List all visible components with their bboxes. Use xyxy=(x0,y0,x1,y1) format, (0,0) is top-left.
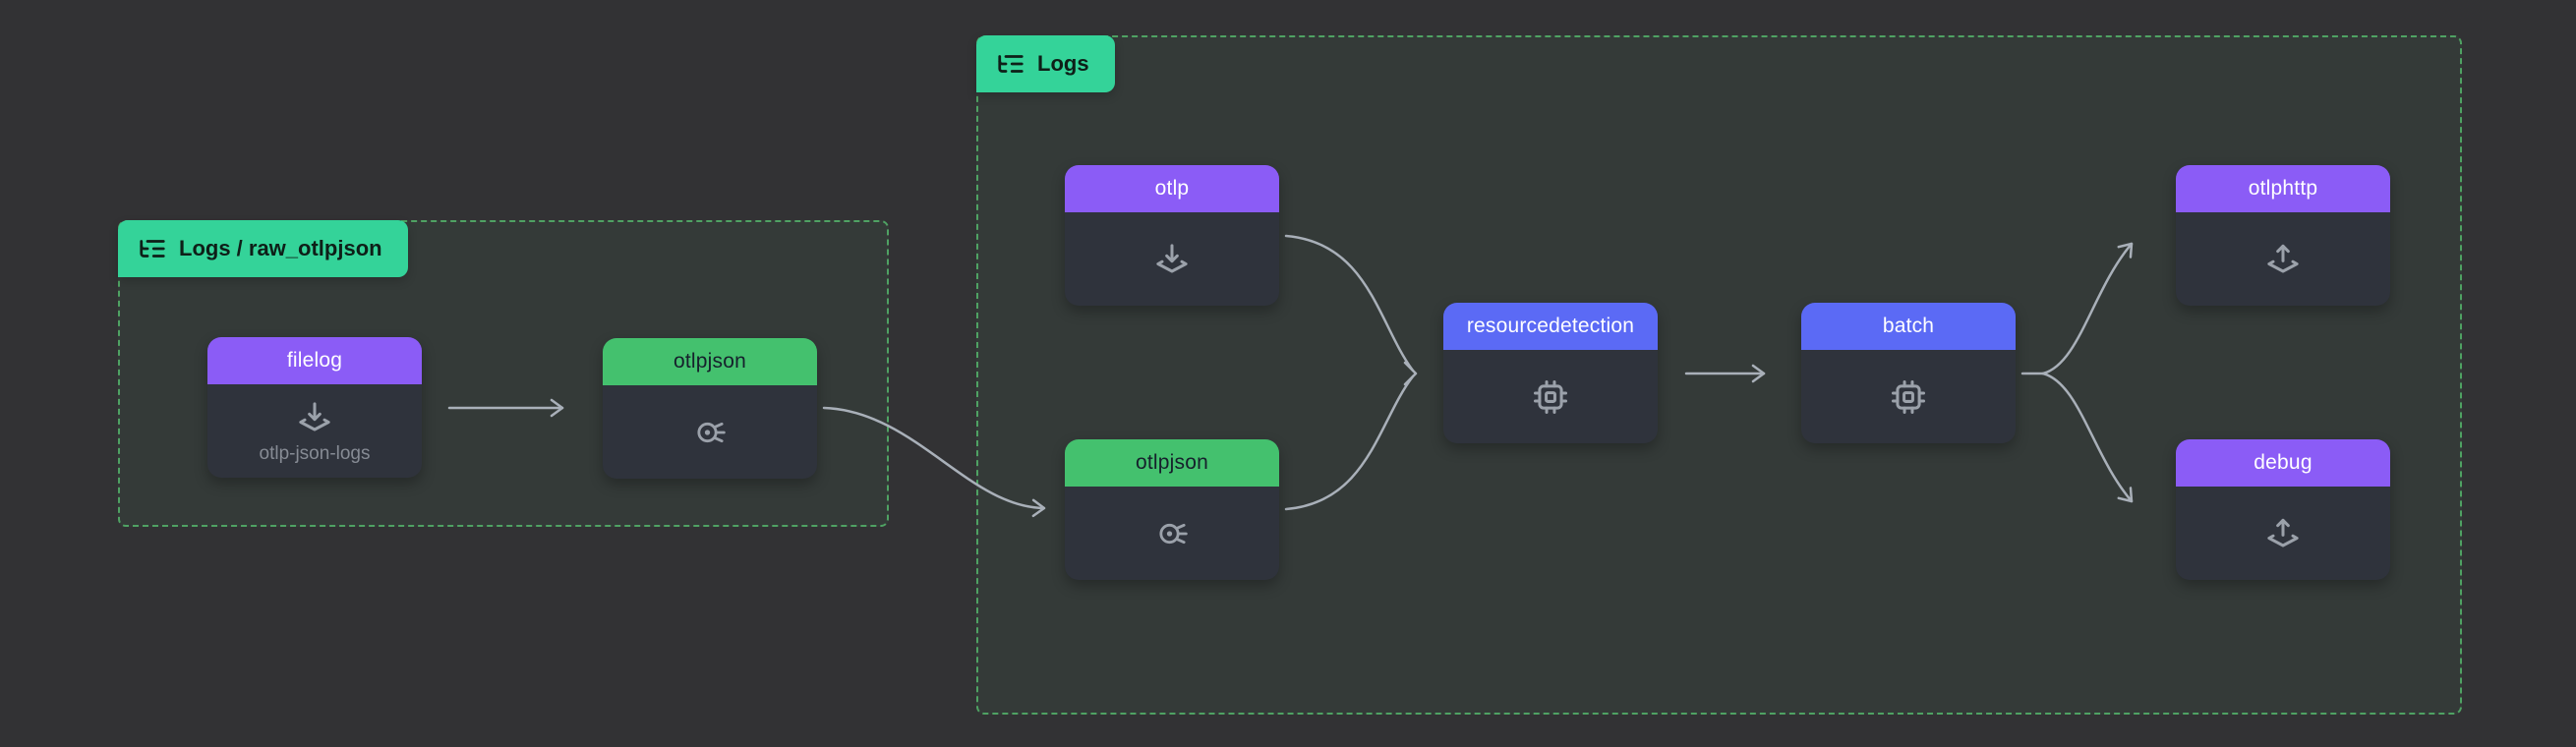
node-otlphttp[interactable]: otlphttp xyxy=(2176,165,2390,306)
list-tree-icon xyxy=(138,234,167,263)
connector-icon xyxy=(1152,514,1192,553)
processor-icon xyxy=(1532,378,1569,416)
node-filelog[interactable]: filelog otlp-json-logs xyxy=(207,337,422,478)
node-header: resourcedetection xyxy=(1443,303,1658,350)
node-subtitle: otlp-json-logs xyxy=(259,442,371,464)
node-title: filelog xyxy=(286,349,343,372)
node-title: otlp xyxy=(1154,177,1190,200)
node-title: otlphttp xyxy=(2248,177,2318,200)
node-otlpjson-connector-logs[interactable]: otlpjson xyxy=(1065,439,1279,580)
node-batch[interactable]: batch xyxy=(1801,303,2016,443)
node-title: debug xyxy=(2254,451,2313,474)
node-body xyxy=(2176,212,2390,306)
list-tree-icon xyxy=(996,49,1025,79)
pipeline-group-logs: Logs xyxy=(976,35,2462,715)
node-resourcedetection[interactable]: resourcedetection xyxy=(1443,303,1658,443)
node-otlp[interactable]: otlp xyxy=(1065,165,1279,306)
node-otlpjson-connector-raw[interactable]: otlpjson xyxy=(603,338,817,479)
node-body xyxy=(1443,350,1658,443)
node-title: resourcedetection xyxy=(1466,315,1635,337)
exporter-icon xyxy=(2263,240,2303,279)
node-header: batch xyxy=(1801,303,2016,350)
node-title: otlpjson xyxy=(1136,451,1208,474)
node-header: filelog xyxy=(207,337,422,384)
node-header: otlpjson xyxy=(1065,439,1279,487)
exporter-icon xyxy=(2263,514,2303,553)
node-header: otlphttp xyxy=(2176,165,2390,212)
node-body xyxy=(1065,212,1279,306)
node-header: debug xyxy=(2176,439,2390,487)
group-label-text: Logs xyxy=(1037,51,1089,76)
node-body xyxy=(1065,487,1279,580)
group-label-logs-raw-otlpjson[interactable]: Logs / raw_otlpjson xyxy=(118,220,408,277)
group-label-logs[interactable]: Logs xyxy=(976,35,1115,92)
node-title: otlpjson xyxy=(673,350,746,373)
processor-icon xyxy=(1890,378,1927,416)
group-label-text: Logs / raw_otlpjson xyxy=(179,236,382,260)
receiver-icon xyxy=(295,398,334,437)
node-body xyxy=(603,385,817,479)
connector-icon xyxy=(690,413,730,452)
node-title: batch xyxy=(1882,315,1935,337)
node-header: otlp xyxy=(1065,165,1279,212)
node-body: otlp-json-logs xyxy=(207,384,422,478)
node-header: otlpjson xyxy=(603,338,817,385)
node-body xyxy=(2176,487,2390,580)
receiver-icon xyxy=(1152,240,1192,279)
node-debug[interactable]: debug xyxy=(2176,439,2390,580)
node-body xyxy=(1801,350,2016,443)
